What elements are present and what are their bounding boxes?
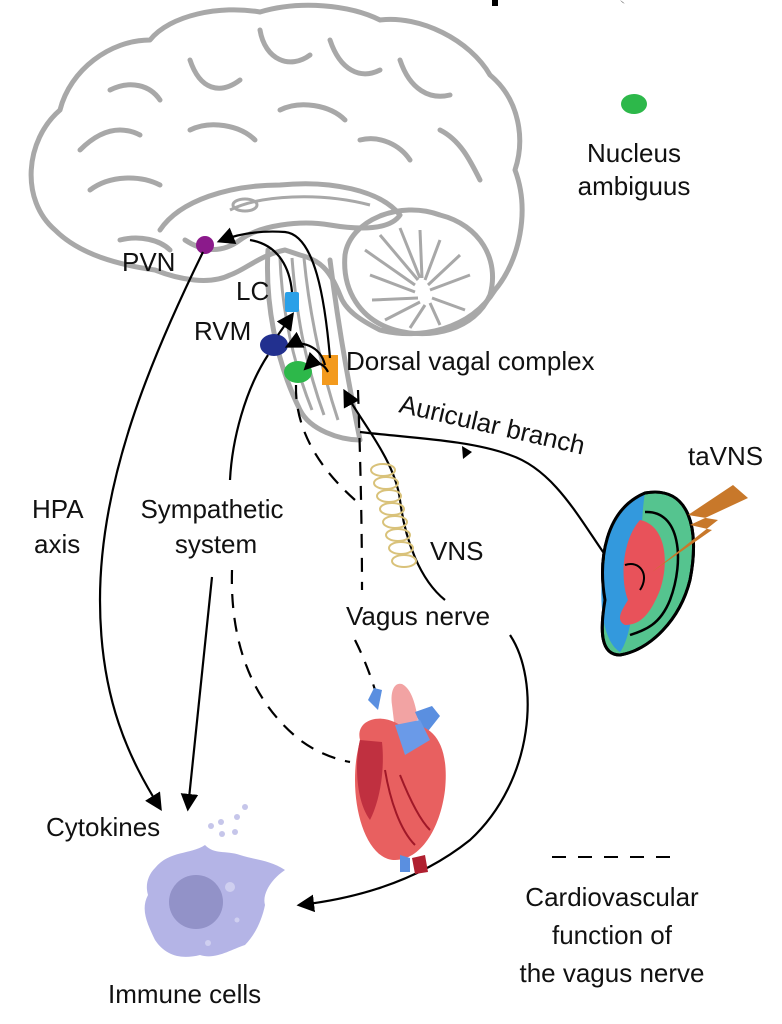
- vagus-nerve-label: Vagus nerve: [346, 601, 490, 631]
- vns-label: VNS: [430, 536, 483, 566]
- pvn-label: PVN: [122, 247, 175, 277]
- vns-coil: [370, 463, 417, 568]
- heart-illustration: [355, 683, 446, 874]
- tavns-label: taVNS: [688, 441, 763, 471]
- cytokines-label: Cytokines: [46, 812, 160, 842]
- legend-label-2: function of: [552, 920, 673, 950]
- sympathetic-label-2: system: [175, 529, 257, 559]
- lc-label: LC: [236, 276, 269, 306]
- pvn-nucleus: [196, 236, 214, 254]
- stimulation-bolt-icon: [652, 485, 748, 572]
- immune-cells-label: Immune cells: [108, 979, 261, 1009]
- sympathetic-label-1: Sympathetic: [140, 494, 283, 524]
- hpa-label-2: axis: [34, 529, 80, 559]
- dvc-label: Dorsal vagal complex: [346, 346, 595, 376]
- dvc-nucleus: [322, 355, 338, 385]
- lc-nucleus: [285, 292, 299, 312]
- rvm-label: RVM: [194, 316, 251, 346]
- immune-cell-illustration: [144, 804, 285, 957]
- ear-illustration: [600, 490, 696, 657]
- title-fragment: [492, 0, 625, 6]
- nucleus-ambiguus-label-1: Nucleus: [587, 138, 681, 168]
- legend-label-3: the vagus nerve: [519, 958, 704, 988]
- hpa-label-1: HPA: [32, 494, 84, 524]
- nucleus-ambiguus-marker: [284, 361, 312, 383]
- rvm-nucleus: [260, 334, 288, 356]
- nucleus-ambiguus-legend-dot: [621, 94, 647, 114]
- nucleus-ambiguus-label-2: ambiguus: [578, 171, 691, 201]
- legend-label-1: Cardiovascular: [525, 882, 699, 912]
